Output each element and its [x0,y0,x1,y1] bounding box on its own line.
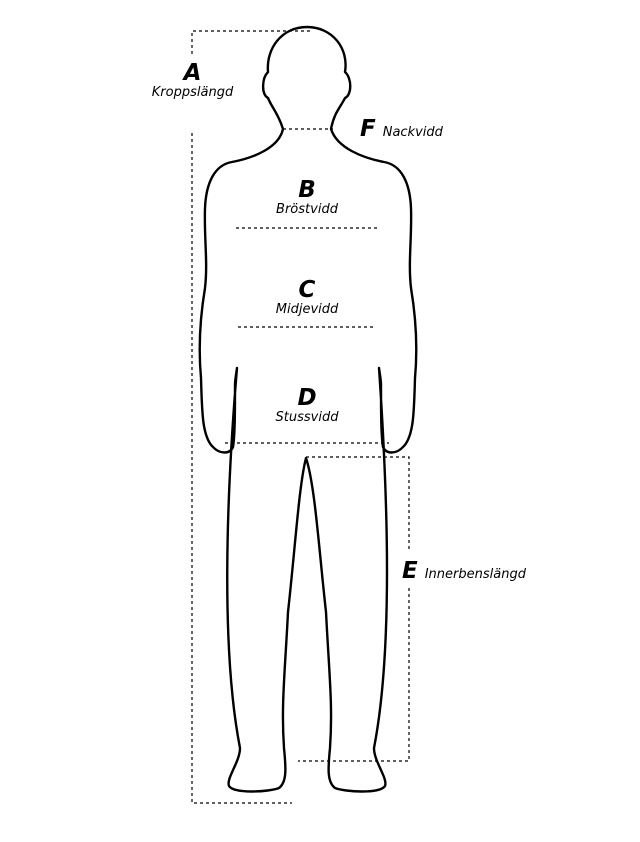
label-c-letter: C [298,277,316,303]
label-b-letter: B [298,177,316,203]
label-brostvidd: B Bröstvidd [257,178,357,218]
label-b-name: Bröstvidd [276,202,338,217]
label-a-name: Kroppslängd [151,85,234,100]
label-stussvidd: D Stussvidd [257,386,357,426]
label-kroppslangd: A Kroppslängd [145,61,240,101]
label-a-letter: A [183,60,202,86]
label-d-name: Stussvidd [275,410,339,425]
label-midjevidd: C Midjevidd [257,278,357,318]
label-d-letter: D [297,385,317,411]
label-nackvidd: F Nackvidd [360,117,443,141]
label-c-name: Midjevidd [275,302,339,317]
measure-line-e [298,456,410,762]
label-e-letter: E [402,558,418,584]
label-f-name: Nackvidd [382,125,443,140]
label-f-letter: F [360,116,376,142]
measure-line-a [191,30,310,804]
label-innerbenslangd: E Innerbenslängd [402,559,526,583]
body-silhouette [198,25,418,793]
label-e-name: Innerbenslängd [424,567,526,582]
